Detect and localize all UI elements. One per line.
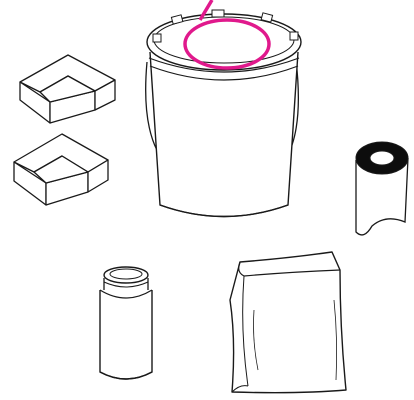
bucket-icon	[146, 0, 301, 217]
bottle-icon	[100, 267, 152, 379]
tape-roll-icon	[356, 142, 408, 235]
corner-piece-icon	[20, 55, 115, 123]
paper-bag-icon	[230, 252, 346, 393]
corner-piece-icon	[14, 134, 108, 205]
